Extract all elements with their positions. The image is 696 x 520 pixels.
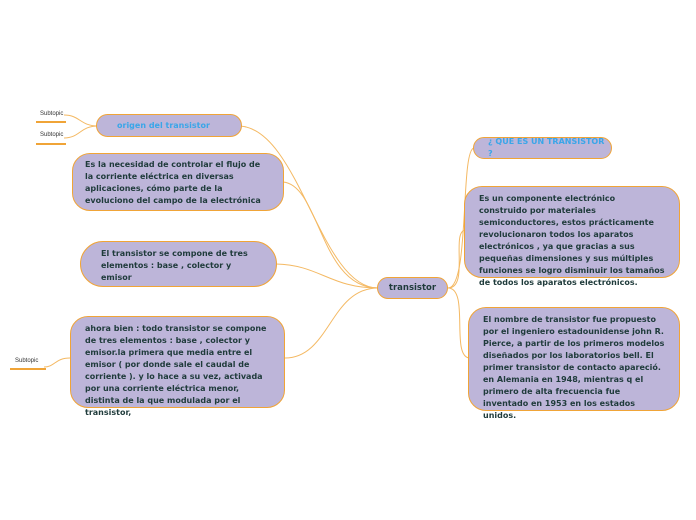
- subtopic-underline: [10, 368, 46, 370]
- node-text: ahora bien : todo transistor se compone …: [85, 324, 267, 417]
- history-node[interactable]: El nombre de transistor fue propuesto po…: [468, 307, 680, 420]
- node-text: Es la necesidad de controlar el flujo de…: [85, 160, 261, 205]
- central-label: transistor: [388, 283, 437, 293]
- node-text: El nombre de transistor fue propuesto po…: [483, 315, 665, 420]
- central-topic[interactable]: transistor: [377, 277, 448, 299]
- node-text: Es un componente electrónico construido …: [479, 194, 665, 287]
- question-label: ¿ QUE ES UN TRANSISTOR ?: [488, 137, 605, 158]
- subtopic-label[interactable]: Subtopic: [40, 132, 64, 138]
- subtopic-underline: [36, 121, 66, 123]
- question-node[interactable]: ¿ QUE ES UN TRANSISTOR ?: [473, 137, 612, 159]
- origin-label: origen del transistor: [117, 120, 210, 130]
- subtopic-underline: [36, 143, 66, 145]
- components-node[interactable]: El transistor se compone de tres element…: [80, 241, 277, 287]
- subtopic-label[interactable]: Subtopic: [15, 358, 39, 364]
- origin-node[interactable]: origen del transistor: [96, 114, 242, 137]
- node-text: El transistor se compone de tres element…: [101, 249, 248, 282]
- necessity-node[interactable]: Es la necesidad de controlar el flujo de…: [72, 153, 284, 211]
- explanation-node[interactable]: ahora bien : todo transistor se compone …: [70, 316, 285, 417]
- subtopic-label[interactable]: Subtopic: [40, 111, 64, 117]
- definition-node[interactable]: Es un componente electrónico construido …: [464, 186, 680, 287]
